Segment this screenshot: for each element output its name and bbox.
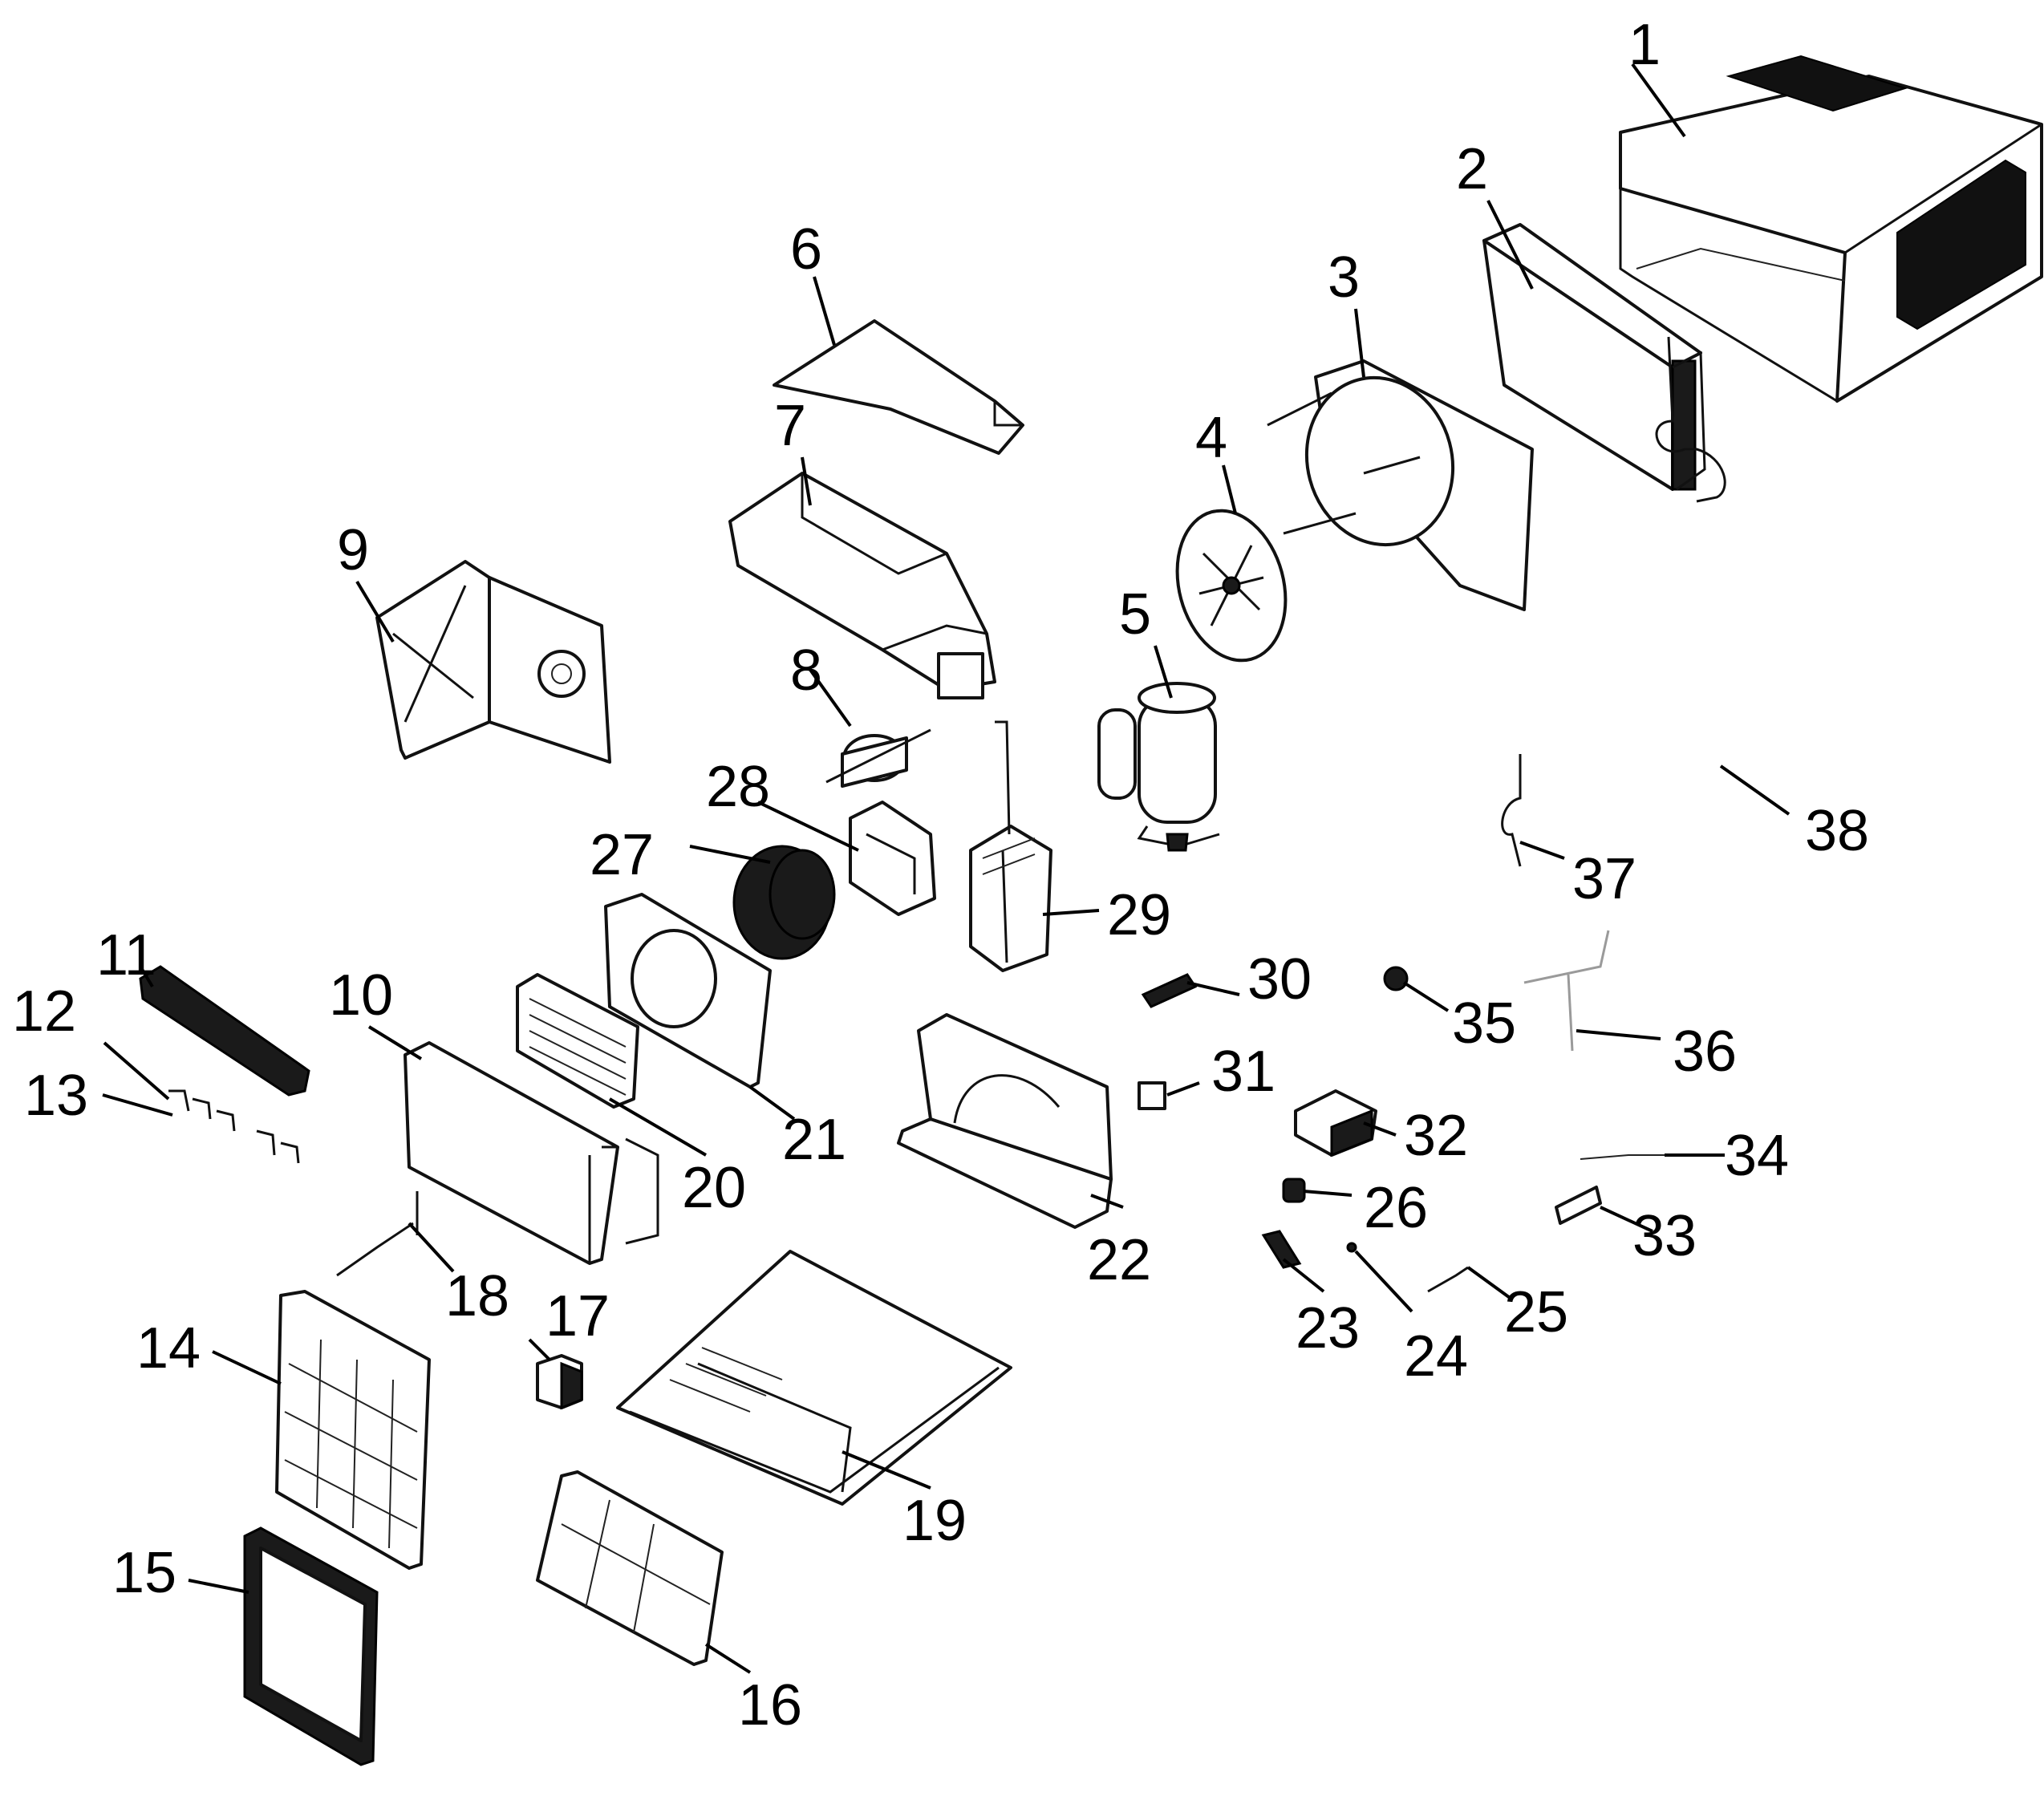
part-knobs [168, 1089, 300, 1164]
callout-18: 18 [445, 1264, 509, 1328]
part-control-box [969, 720, 1052, 972]
part-nut [1383, 966, 1409, 991]
callout-labels: 1 2 3 4 5 6 7 8 9 10 11 12 13 14 15 16 1… [12, 13, 1869, 1737]
callout-24: 24 [1404, 1324, 1468, 1389]
callout-36: 36 [1673, 1020, 1737, 1084]
callout-19: 19 [902, 1489, 967, 1553]
callout-32: 32 [1404, 1104, 1468, 1168]
callout-38: 38 [1805, 799, 1869, 863]
part-motor-mount [849, 801, 936, 916]
part-line [1580, 1154, 1665, 1160]
top-vent-grille [1726, 55, 1908, 112]
part-screw [1346, 1242, 1357, 1253]
part-blower-wheel [732, 845, 836, 960]
part-small-block [536, 1354, 583, 1410]
callout-30: 30 [1247, 947, 1312, 1012]
callout-1: 1 [1628, 13, 1661, 77]
callout-26: 26 [1364, 1176, 1428, 1240]
callout-15: 15 [112, 1541, 176, 1605]
part-front-grille [243, 1526, 379, 1766]
callout-25: 25 [1504, 1280, 1568, 1344]
callout-37: 37 [1572, 847, 1636, 911]
part-bracket [1294, 1089, 1377, 1157]
part-cabinet [1619, 55, 2043, 403]
part-shroud [1267, 359, 1534, 611]
part-evap-coil [516, 973, 639, 1109]
part-top-cover [773, 319, 1024, 455]
callout-3: 3 [1328, 245, 1360, 310]
part-orifice-plate [604, 893, 772, 1089]
side-louver-grille [1896, 159, 2026, 330]
callout-5: 5 [1119, 582, 1151, 647]
part-evap-housing [728, 472, 996, 699]
part-front-frame [275, 1290, 431, 1570]
part-filter [536, 1470, 724, 1666]
callout-4: 4 [1195, 406, 1227, 470]
part-compressor [1097, 682, 1220, 852]
part-capacitor-clip [1141, 973, 1198, 1008]
callout-10: 10 [329, 963, 393, 1028]
part-wire [1427, 1266, 1469, 1293]
callout-2: 2 [1456, 137, 1488, 201]
callout-28: 28 [706, 755, 770, 819]
callout-29: 29 [1107, 883, 1171, 947]
leader-lines [102, 63, 1791, 1674]
callout-7: 7 [774, 394, 806, 458]
callout-22: 22 [1087, 1228, 1151, 1292]
callout-35: 35 [1452, 991, 1516, 1056]
part-cable [336, 1191, 419, 1277]
part-return-tube [1655, 336, 1726, 503]
part-base-pan [616, 1250, 1012, 1506]
part-tube [1555, 1186, 1602, 1225]
callout-12: 12 [12, 979, 76, 1044]
callout-21: 21 [782, 1108, 846, 1172]
callout-13: 13 [24, 1064, 88, 1128]
part-capillary [1501, 754, 1522, 867]
callout-17: 17 [545, 1284, 610, 1348]
callout-14: 14 [136, 1316, 201, 1380]
callout-23: 23 [1296, 1296, 1360, 1360]
callout-31: 31 [1211, 1040, 1275, 1104]
callout-6: 6 [790, 217, 822, 282]
callout-20: 20 [682, 1156, 746, 1220]
part-fan-motor [825, 728, 931, 788]
callout-27: 27 [590, 823, 654, 887]
callout-9: 9 [337, 518, 369, 582]
callout-16: 16 [738, 1673, 802, 1737]
callout-8: 8 [790, 639, 822, 703]
part-grommet [1282, 1178, 1306, 1203]
callout-11: 11 [96, 923, 156, 987]
part-small-plate [1138, 1081, 1166, 1110]
part-scroll-housing [897, 1013, 1113, 1229]
part-condenser-fan [1175, 509, 1288, 663]
callout-34: 34 [1725, 1124, 1789, 1188]
part-pipe-assembly [1523, 930, 1610, 1052]
part-bulkhead [375, 560, 611, 764]
part-control-strip [139, 965, 310, 1097]
part-evap-box [404, 1041, 659, 1265]
part-grid-filter [1261, 1230, 1302, 1269]
callout-33: 33 [1632, 1204, 1697, 1268]
part-condenser-panel [1482, 223, 1706, 491]
